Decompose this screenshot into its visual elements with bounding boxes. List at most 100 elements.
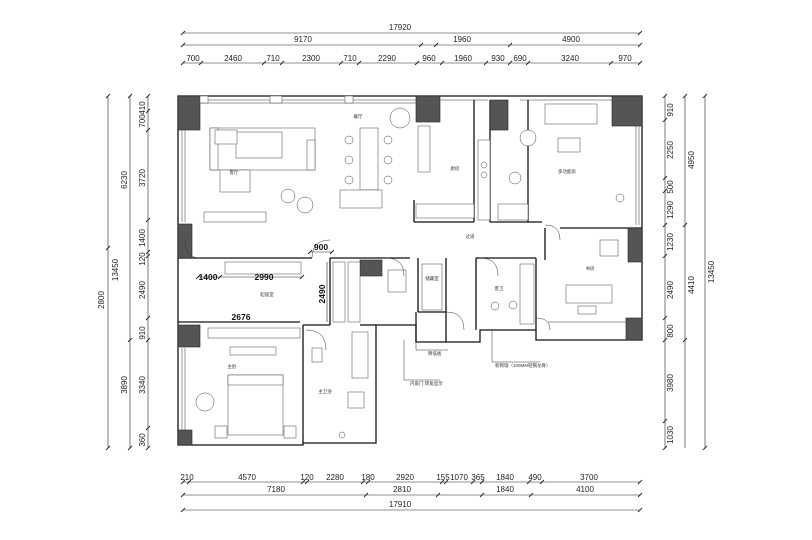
dim-right-2490: 2490	[666, 281, 675, 299]
counter	[417, 125, 431, 173]
dim-bot-2810: 2810	[393, 485, 411, 494]
dim-bot-210: 210	[180, 473, 194, 482]
dim-left-700: 700	[138, 114, 147, 128]
dim-bot-2920: 2920	[396, 473, 414, 482]
dim-bot-3700: 3700	[580, 473, 598, 482]
dim-left-910: 910	[138, 326, 147, 340]
dim-left-6230: 6230	[120, 171, 129, 189]
dim-inner-1400: 1400	[199, 272, 218, 282]
column-bl	[177, 429, 193, 446]
dim-left-3340: 3340	[138, 376, 147, 394]
dim-top-9170: 9170	[294, 35, 312, 44]
dim-top-970: 970	[618, 54, 632, 63]
dim-top-2300: 2300	[302, 54, 320, 63]
dim-left-3720: 3720	[138, 169, 147, 187]
guest-bath-vanity	[519, 263, 535, 325]
note-lowered-slab: 降低板	[428, 350, 442, 357]
column-top-mid	[415, 95, 441, 123]
dim-bot-365: 365	[471, 473, 485, 482]
dim-bot-155: 155	[436, 473, 450, 482]
dim-bot-2280: 2280	[326, 473, 344, 482]
room-master: 主卧	[228, 363, 237, 370]
bottom-dimensions: 210 4570 120 2280 180 2920 155 1070 365 …	[180, 473, 643, 513]
dim-right-3980: 3980	[666, 374, 675, 392]
top-dimensions: 17920 9170 1960 4900 700 2460 710	[180, 23, 643, 66]
kitchen-furniture	[415, 125, 491, 221]
room-kitchen: 厨房	[451, 165, 460, 172]
column-tl	[177, 95, 201, 131]
left-dimensions: 2800 13450 6230 3890 410 700 3720 1400 1…	[97, 93, 151, 451]
living-room-furniture	[203, 127, 316, 223]
dim-left-13450: 13450	[111, 258, 120, 281]
dining-table	[359, 127, 379, 191]
dim-right-910: 910	[666, 103, 675, 117]
dim-bot-4100: 4100	[576, 485, 594, 494]
lounge-furniture	[224, 261, 443, 323]
dim-top-2460: 2460	[224, 54, 242, 63]
dim-right-1290: 1290	[666, 201, 675, 219]
dim-right-1030: 1030	[666, 426, 675, 444]
dim-left-2490: 2490	[138, 281, 147, 299]
master-bath-vanity	[351, 331, 369, 379]
dim-top-2290: 2290	[378, 54, 396, 63]
dim-bot-1840: 1840	[496, 473, 514, 482]
armchair	[296, 196, 314, 214]
room-guest-bath: 客卫	[495, 285, 504, 292]
dim-bot-120: 120	[300, 473, 314, 482]
room-storage: 储藏室	[425, 275, 439, 282]
dim-bot-1840b: 1840	[496, 485, 514, 494]
note-embedded-door: 内嵌门 转角显示	[410, 380, 443, 387]
dim-top-4900: 4900	[562, 35, 580, 44]
room-lounge: 起居室	[260, 291, 274, 298]
dim-right-1230: 1230	[666, 233, 675, 251]
room-labels: 餐厅 客厅 厨房 多功能房 过道 书房 客卫 储藏室 起居室 主卧 主卫浴	[228, 113, 595, 395]
desk	[565, 284, 613, 304]
column-mid-small	[359, 259, 383, 277]
room-study: 书房	[586, 265, 595, 272]
dining-furniture	[339, 107, 411, 209]
multifunction-furniture	[497, 103, 625, 221]
dim-bot-4570: 4570	[238, 473, 256, 482]
dim-left-120: 120	[138, 252, 147, 266]
rug	[203, 211, 267, 223]
dim-inner-2676: 2676	[232, 312, 251, 322]
dim-bot-1070: 1070	[450, 473, 468, 482]
dim-right-800: 800	[666, 324, 675, 338]
room-corridor: 过道	[466, 233, 475, 240]
doors	[184, 224, 561, 351]
dim-top-710a: 710	[266, 54, 280, 63]
dim-top-690: 690	[513, 54, 527, 63]
column-right-mid	[627, 227, 643, 263]
dim-left-1400: 1400	[138, 229, 147, 247]
window-markers	[199, 95, 354, 104]
bathroom-fixtures	[311, 263, 535, 439]
right-dimensions: 910 2250 500 1290 1230 2490 800 3980 103…	[662, 93, 716, 451]
dim-right-4410: 4410	[687, 276, 696, 294]
column-tr	[611, 95, 643, 127]
dim-top-700: 700	[186, 54, 200, 63]
dim-inner-2990: 2990	[255, 272, 274, 282]
dim-inner-2490: 2490	[317, 284, 327, 303]
dim-bot-180: 180	[361, 473, 375, 482]
dim-top-1960b: 1960	[454, 54, 472, 63]
dim-left-360: 360	[138, 433, 147, 447]
room-living: 客厅	[230, 169, 239, 176]
dim-right-4950: 4950	[687, 151, 696, 169]
dim-bot-490: 490	[528, 473, 542, 482]
dim-top-710b: 710	[343, 54, 357, 63]
study-furniture	[548, 239, 626, 323]
coffee-table	[219, 169, 251, 193]
note-new-wall: 新砌墙（100MM轻钢龙骨）	[495, 362, 551, 369]
armchair	[280, 188, 296, 204]
dim-top-3240: 3240	[561, 54, 579, 63]
column-top-right	[489, 99, 509, 131]
room-master-bath: 主卫浴	[318, 388, 332, 395]
dim-bot-total: 17910	[389, 500, 412, 509]
dim-right-500: 500	[666, 180, 675, 194]
column-right-low	[625, 317, 643, 341]
dim-left-2800: 2800	[97, 291, 106, 309]
room-multi: 多功能房	[558, 168, 576, 175]
dim-inner-900: 900	[314, 242, 328, 252]
wardrobe	[207, 327, 301, 339]
